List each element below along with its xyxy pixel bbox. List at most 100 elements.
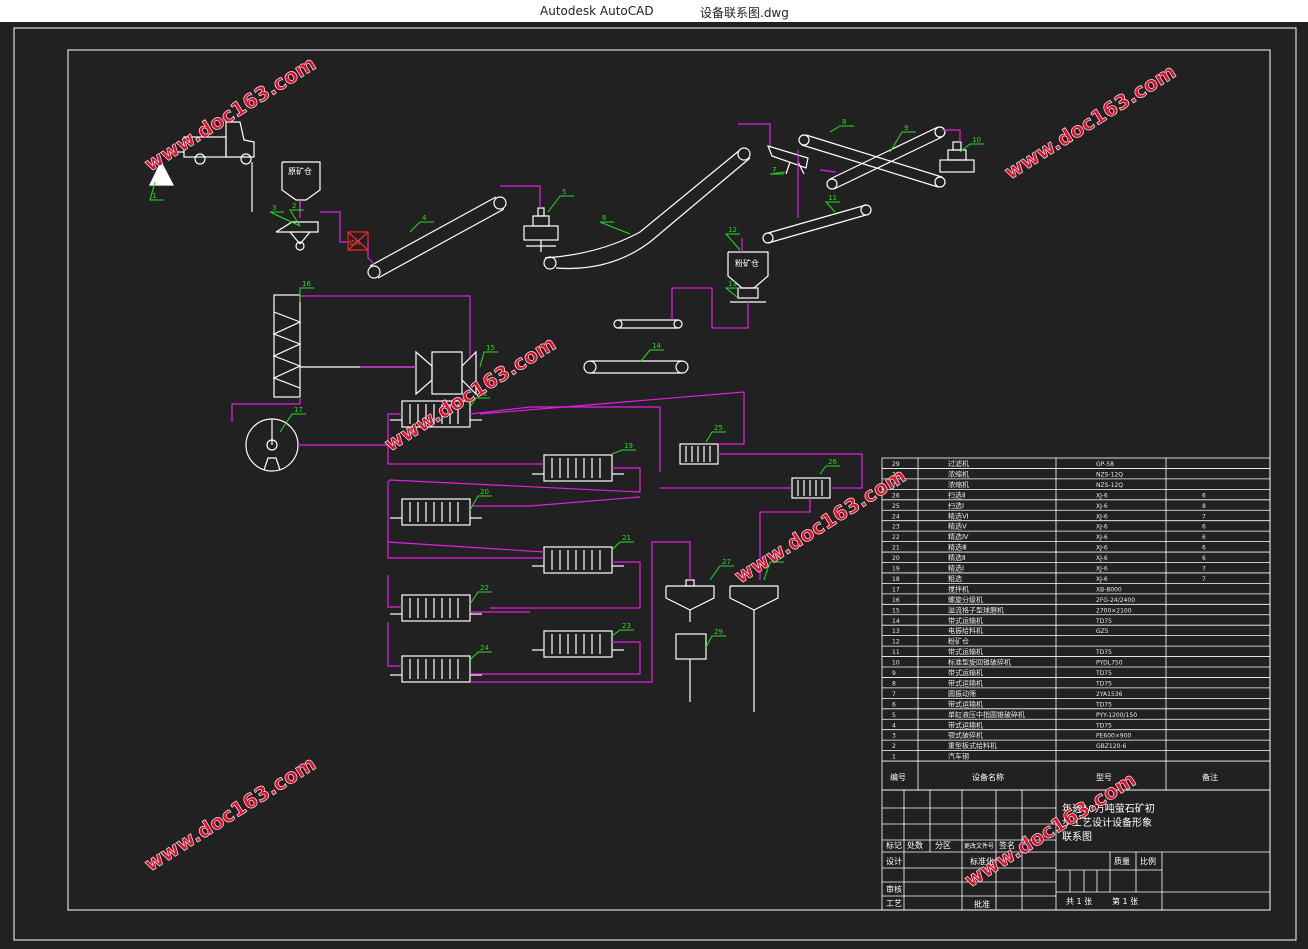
- parts-name-26: 扫选Ⅱ: [948, 490, 965, 499]
- parts-no-2: 2: [892, 743, 896, 750]
- parts-no-9: 9: [892, 670, 896, 677]
- leader-number-10: 10: [972, 136, 981, 144]
- parts-no-12: 12: [892, 639, 900, 646]
- parts-header-no: 编号: [890, 772, 906, 782]
- parts-model-7: 2YA1536: [1096, 691, 1123, 698]
- leader-number-28: 28: [772, 554, 781, 562]
- leader-line-2: [289, 209, 304, 227]
- leader-line-23: [611, 629, 634, 637]
- leader-number-7: 7: [772, 166, 776, 174]
- belt-conveyor-6: [543, 147, 751, 270]
- leader-line-22: [469, 591, 492, 605]
- window-title-bar: Autodesk AutoCAD 设备联系图.dwg: [0, 0, 1308, 22]
- parts-model-28: NZS-12Q: [1096, 471, 1123, 478]
- leader-line-28: [763, 561, 784, 581]
- flotation-cell-24: [390, 655, 482, 683]
- leader-number-22: 22: [480, 584, 489, 592]
- parts-name-9: 带式运输机: [948, 668, 983, 677]
- parts-name-12: 粉矿仓: [948, 637, 969, 646]
- parts-name-1: 汽车钢: [948, 752, 969, 761]
- parts-model-20: XJ-6: [1096, 555, 1108, 562]
- parts-no-15: 15: [892, 607, 900, 614]
- parts-name-22: 精选Ⅳ: [948, 532, 969, 541]
- parts-no-5: 5: [892, 712, 896, 719]
- tb-approve: 批准: [974, 899, 990, 909]
- title-line-1: 年选10万吨萤石矿初: [1062, 802, 1155, 815]
- parts-name-5: 单缸液压中指圆锥破碎机: [948, 710, 1025, 719]
- flotation-cell-19: [532, 454, 624, 482]
- parts-no-11: 11: [892, 649, 900, 656]
- parts-name-10: 标准型旋回锥破碎机: [948, 658, 1011, 667]
- tb-sheet-no: 第 1 张: [1112, 896, 1138, 906]
- parts-qty-26: 6: [1202, 492, 1206, 499]
- spiral-classifier-16: [272, 294, 302, 398]
- title-line-2: 步工艺设计设备形象: [1062, 816, 1152, 829]
- tb-change-doc: 更改文件号: [964, 842, 994, 850]
- leader-line-1: [149, 181, 164, 201]
- tb-standard: 标准化: [970, 856, 994, 866]
- app-title: Autodesk AutoCAD: [540, 4, 654, 18]
- belt-conveyor-14: [583, 360, 689, 374]
- parts-name-27: 浓缩机: [948, 480, 969, 489]
- parts-name-23: 精选Ⅴ: [948, 522, 967, 531]
- document-file-name[interactable]: 设备联系图.dwg: [700, 6, 789, 20]
- parts-model-6: TD75: [1095, 701, 1112, 708]
- parts-model-21: XJ-6: [1096, 545, 1108, 552]
- parts-name-15: 溢流格子型球磨机: [948, 605, 1004, 614]
- leader-number-27: 27: [722, 558, 731, 566]
- leader-line-7: [769, 171, 786, 175]
- parts-name-25: 扫选Ⅰ: [948, 501, 964, 510]
- flotation-cell-21: [532, 546, 624, 574]
- watermark-4: www.doc163.com: [730, 463, 910, 588]
- parts-model-18: XJ-6: [1096, 576, 1108, 583]
- leader-line-6: [599, 221, 631, 235]
- parts-no-27: 27: [892, 482, 900, 489]
- title-line-3: 联系图: [1062, 831, 1092, 843]
- leader-line-25: [705, 431, 726, 443]
- leader-number-19: 19: [624, 442, 633, 450]
- tb-process: 工艺: [886, 899, 902, 908]
- leader-number-11: 11: [828, 194, 837, 202]
- leader-line-5: [547, 195, 574, 213]
- parts-model-29: GP-58: [1096, 461, 1114, 468]
- flow-lines: [231, 123, 961, 683]
- leader-number-26: 26: [828, 458, 837, 466]
- parts-qty-23: 6: [1202, 524, 1206, 531]
- parts-name-7: 圆振动筛: [948, 689, 976, 698]
- parts-no-17: 17: [892, 586, 900, 593]
- flotation-cell-22: [390, 594, 482, 622]
- leader-number-2: 2: [292, 202, 296, 210]
- leader-line-4: [409, 221, 434, 233]
- watermark-5: www.doc163.com: [140, 751, 320, 876]
- parts-model-19: XJ-6: [1096, 566, 1108, 573]
- parts-model-14: TD75: [1095, 618, 1112, 625]
- tb-sign: 签名: [999, 840, 1015, 850]
- parts-no-21: 21: [892, 545, 900, 552]
- parts-no-8: 8: [892, 680, 896, 687]
- leader-line-13: [724, 287, 740, 299]
- parts-qty-21: 6: [1202, 545, 1206, 552]
- leader-number-1: 1: [152, 192, 156, 200]
- belt-conveyor-13: [613, 319, 683, 329]
- leader-line-11: [824, 201, 840, 213]
- parts-no-28: 28: [892, 471, 900, 478]
- parts-model-24: XJ-6: [1096, 513, 1108, 520]
- watermark-6: www.doc163.com: [960, 767, 1140, 892]
- parts-model-10: PYDL750: [1096, 660, 1123, 667]
- leader-number-16: 16: [302, 280, 311, 288]
- parts-model-5: PYY-1200/150: [1096, 712, 1137, 719]
- leader-number-13: 13: [728, 280, 737, 288]
- leader-line-12: [724, 233, 741, 251]
- parts-model-4: TD75: [1095, 722, 1112, 729]
- cad-drawing: 1234567891011121314151617181920212223242…: [13, 27, 1297, 941]
- leader-number-20: 20: [480, 488, 489, 496]
- parts-no-10: 10: [892, 660, 900, 667]
- tb-mark: 标记: [886, 840, 902, 850]
- agitator-tank-17: [245, 418, 299, 472]
- parts-no-18: 18: [892, 576, 900, 583]
- parts-no-1: 1: [892, 754, 896, 761]
- parts-qty-19: 7: [1202, 566, 1206, 573]
- leader-line-26: [819, 465, 840, 475]
- leader-line-27: [709, 565, 734, 581]
